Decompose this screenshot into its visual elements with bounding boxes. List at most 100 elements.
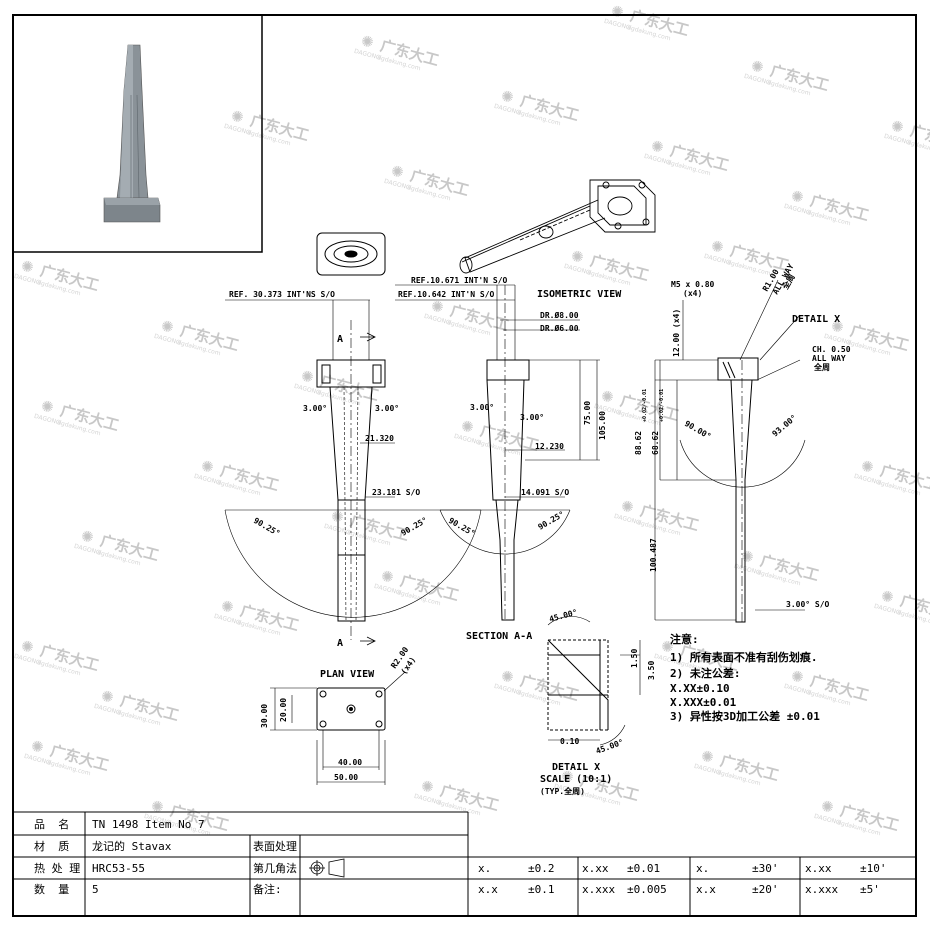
product-value: TN 1498 Item No 7 <box>92 818 205 831</box>
dim-14091: 14.091 S/O <box>521 488 569 497</box>
detail-x-enlarged <box>547 616 641 746</box>
tol-value: ±0.1 <box>528 883 555 896</box>
dim-6862: 68.62 <box>651 431 660 455</box>
isometric-view-label: ISOMETRIC VIEW <box>537 289 622 300</box>
dim-2000: 20.00 <box>279 698 288 722</box>
dim-ref-10671: REF.10.671 INT'N S/O <box>411 276 508 285</box>
detail-x-label: DETAIL X <box>792 314 840 325</box>
material-value: 龙记的 Stavax <box>92 839 172 853</box>
detail-scale: SCALE (10:1) <box>540 774 612 785</box>
tol-value: ±5' <box>860 883 880 896</box>
dim-angle-sec-right: 3.00° <box>520 413 544 422</box>
svg-text:✺: ✺ <box>599 386 616 407</box>
tol-value: ±0.005 <box>627 883 667 896</box>
svg-text:✺: ✺ <box>159 316 176 337</box>
tol-key: x.x <box>696 883 716 896</box>
qty-label: 数 量 <box>34 883 69 896</box>
svg-text:✺: ✺ <box>299 366 316 387</box>
note-4: X.XXX±0.01 <box>670 696 737 709</box>
title-block <box>13 811 916 916</box>
dim-ref-30373: REF. 30.373 INT'NS S/O <box>229 290 335 299</box>
tol-value: ±10' <box>860 862 887 875</box>
angle-label: 第几角法 <box>253 861 297 875</box>
dim-23181: 23.181 S/O <box>372 488 420 497</box>
dim-8862-tol: +0.02/-0.01 <box>642 389 648 422</box>
dim-21320: 21.320 <box>365 434 394 443</box>
isometric-view-drawing <box>459 179 656 274</box>
dim-9025-left: 90.25° <box>252 516 282 538</box>
note-5: 3) 异性按3D加工公差 ±0.01 <box>670 709 820 723</box>
svg-text:✺: ✺ <box>659 636 676 657</box>
dim-ch-quanzhou: 全周 <box>813 362 830 372</box>
heat-label: 热 处 理 <box>34 862 80 875</box>
plan-view <box>270 671 406 785</box>
section-aa-label: SECTION A-A <box>466 631 532 642</box>
svg-text:✺: ✺ <box>379 566 396 587</box>
projection-symbol-icon <box>309 858 345 878</box>
sheet-border <box>12 14 917 917</box>
qty-value: 5 <box>92 883 99 896</box>
notes-title: 注意: <box>670 632 699 646</box>
svg-text:✺: ✺ <box>389 161 406 182</box>
svg-text:✺: ✺ <box>499 666 516 687</box>
dim-dr6: DR.Ø6.00 <box>540 323 579 333</box>
product-label: 品 名 <box>34 817 69 831</box>
svg-text:✺: ✺ <box>39 396 56 417</box>
dim-ref-10642: REF.10.642 INT'N S/O <box>398 290 495 299</box>
remark-label: 备注: <box>253 882 282 896</box>
detail-side-view <box>654 279 806 625</box>
tol-key: x.xxx <box>805 883 838 896</box>
dim-m5: M5 x 0.80 <box>671 280 715 289</box>
dim-5000: 50.00 <box>334 773 358 782</box>
section-mark-top: A <box>337 334 343 345</box>
title-block-text: 品 名 TN 1498 Item No 7 材 质 龙记的 Stavax 表面处… <box>34 817 887 896</box>
preview-3d <box>12 14 263 253</box>
tol-value: ±0.01 <box>627 862 660 875</box>
note-2: 2) 未注公差: <box>670 666 741 680</box>
section-mark-bottom: A <box>337 638 343 649</box>
head-top-view <box>316 232 386 276</box>
svg-text:✺: ✺ <box>709 236 726 257</box>
svg-text:✺: ✺ <box>619 496 636 517</box>
svg-text:✺: ✺ <box>699 746 716 767</box>
dim-105: 105.00 <box>598 411 607 440</box>
svg-text:✺: ✺ <box>19 256 36 277</box>
dim-9025-sec-right: 90.25° <box>537 509 567 531</box>
dim-ch-allway: ALL WAY <box>812 354 846 363</box>
tol-key: x.xx <box>805 862 832 875</box>
dim-75: 75.00 <box>583 401 592 425</box>
dim-010: 0.10 <box>560 737 579 746</box>
dim-3000: 30.00 <box>260 704 269 728</box>
tol-value: ±20' <box>752 883 779 896</box>
dim-4000: 40.00 <box>338 758 362 767</box>
dim-150: 1.50 <box>630 649 639 668</box>
svg-text:✺: ✺ <box>559 766 576 787</box>
tol-key: x. <box>696 862 709 875</box>
svg-text:✺: ✺ <box>79 526 96 547</box>
svg-text:✺: ✺ <box>459 416 476 437</box>
dim-350: 3.50 <box>647 661 656 680</box>
svg-text:✺: ✺ <box>819 796 836 817</box>
surface-label: 表面处理 <box>253 839 297 853</box>
tolerance-table: x. ±0.2 x.xx ±0.01 x. ±30' x.xx ±10' x.x… <box>478 862 887 896</box>
